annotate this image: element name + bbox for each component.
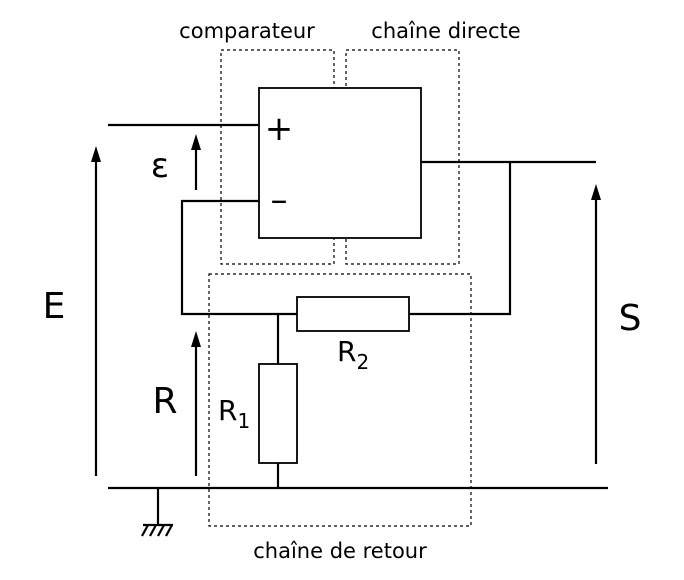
input-voltage-arrow	[91, 146, 101, 476]
output-to-r2-wire	[409, 162, 512, 316]
resistor-r1	[258, 363, 298, 464]
comparator-block-outline	[220, 49, 335, 265]
error-voltage-arrow	[191, 134, 201, 190]
resistor-r2	[296, 296, 410, 332]
feedback-chain-block-outline	[208, 273, 472, 527]
output-signal-label: S	[619, 298, 642, 339]
ground-icon	[141, 524, 173, 537]
feedback-signal-label: R	[152, 381, 177, 422]
forward-chain-label: chaîne directe	[371, 19, 520, 43]
comparator-label: comparateur	[179, 19, 315, 43]
input-signal-label: E	[43, 286, 66, 327]
resistor-r1-label: R1	[218, 394, 250, 433]
feedback-chain-label: chaîne de retour	[253, 539, 427, 563]
error-signal-label: ε	[151, 146, 169, 186]
output-voltage-arrow	[591, 184, 601, 464]
plus-input-sign: +	[265, 109, 294, 149]
amplifier-box	[258, 87, 422, 239]
feedback-to-minus-wire	[180, 199, 297, 316]
minus-input-sign: –	[271, 180, 288, 220]
feedback-voltage-arrow	[191, 331, 201, 476]
resistor-r2-label: R2	[337, 335, 369, 374]
